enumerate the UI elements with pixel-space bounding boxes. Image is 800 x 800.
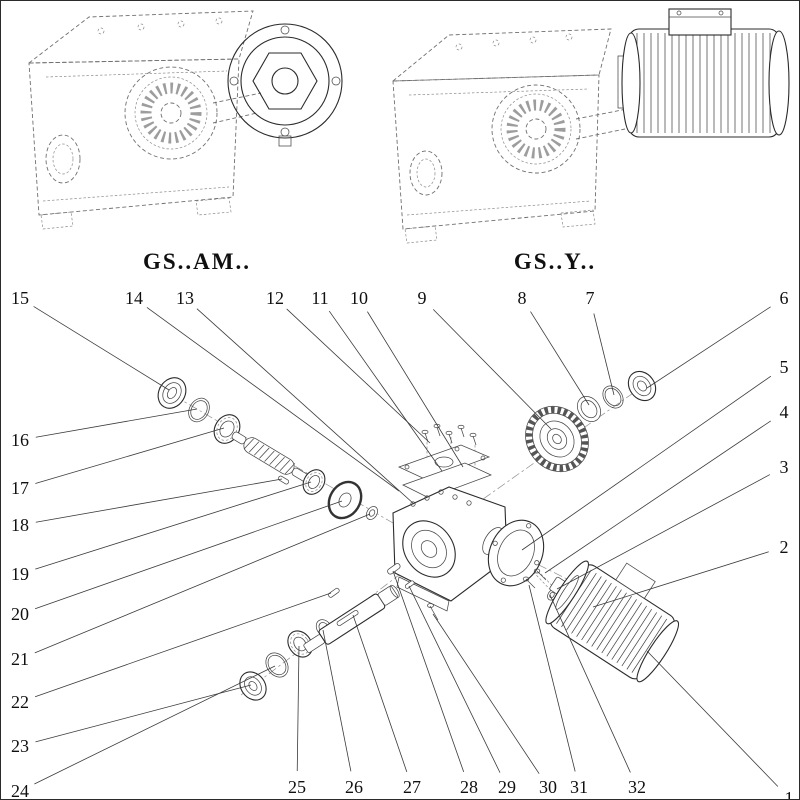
callout-leader-26 xyxy=(322,629,352,772)
callout-leader-1 xyxy=(646,650,779,787)
callout-number-17: 17 xyxy=(11,478,29,498)
callout-leader-17 xyxy=(35,427,225,484)
callout-number-22: 22 xyxy=(11,692,29,712)
callout-number-5: 5 xyxy=(780,357,789,377)
callout-number-31: 31 xyxy=(570,777,588,797)
callout-leader-6 xyxy=(646,306,771,389)
oil-seal-input xyxy=(157,377,187,409)
callout-leader-23 xyxy=(35,684,252,743)
callout-number-8: 8 xyxy=(518,288,527,308)
callout-number-9: 9 xyxy=(418,288,427,308)
motor-mounting-flange xyxy=(487,519,545,587)
callout-leader-9 xyxy=(432,309,552,430)
oil-seal-gear xyxy=(627,370,657,402)
callout-number-20: 20 xyxy=(11,604,29,624)
callout-leader-22 xyxy=(34,592,332,698)
callout-leader-20 xyxy=(34,500,343,610)
callout-number-4: 4 xyxy=(780,402,789,422)
callout-leader-15 xyxy=(33,306,170,391)
gs-y-motor-drawing xyxy=(617,8,790,138)
callout-number-26: 26 xyxy=(345,777,363,797)
callout-number-27: 27 xyxy=(403,777,421,797)
callout-leader-13 xyxy=(196,308,415,505)
callout-leader-25 xyxy=(296,645,300,772)
output-shaft xyxy=(303,584,400,653)
key-output xyxy=(387,563,401,575)
callout-number-11: 11 xyxy=(311,288,328,308)
callout-leader-31 xyxy=(528,584,576,772)
motor-terminal-box xyxy=(668,8,732,36)
callout-leader-14 xyxy=(146,307,400,492)
worm-gear-wheel xyxy=(525,405,589,473)
drain-bolt xyxy=(427,603,439,621)
bearing-input-rear xyxy=(302,469,326,495)
callout-number-30: 30 xyxy=(539,777,557,797)
callout-leader-3 xyxy=(556,474,771,590)
callout-leader-12 xyxy=(286,308,431,444)
callout-number-13: 13 xyxy=(176,288,194,308)
oil-seal-output xyxy=(239,671,267,701)
callout-leader-19 xyxy=(35,481,312,570)
callout-number-16: 16 xyxy=(11,430,29,450)
callout-number-29: 29 xyxy=(498,777,516,797)
callout-leader-10 xyxy=(367,311,464,468)
cover-bolts xyxy=(421,423,477,446)
gs-am-gearbox-drawing xyxy=(27,10,262,230)
callout-leader-21 xyxy=(34,513,371,654)
variant-label-gs-y: GS..Y.. xyxy=(514,249,596,274)
callout-leader-32 xyxy=(549,594,631,773)
callout-number-7: 7 xyxy=(586,288,595,308)
callout-leader-2 xyxy=(592,551,769,608)
dowel-pin-upper xyxy=(278,475,290,485)
gs-y-gearbox-drawing xyxy=(391,28,628,244)
callout-number-32: 32 xyxy=(628,777,646,797)
callout-number-23: 23 xyxy=(11,736,29,756)
gearbox-housing xyxy=(392,486,508,612)
cover-gasket xyxy=(402,462,492,499)
dowel-pin-lower xyxy=(328,587,340,598)
callout-number-18: 18 xyxy=(11,515,29,535)
callout-leader-4 xyxy=(544,420,771,574)
callout-number-25: 25 xyxy=(288,777,306,797)
shim-ring xyxy=(577,396,601,422)
callout-number-21: 21 xyxy=(11,649,29,669)
callout-leader-28 xyxy=(392,570,465,773)
callout-number-10: 10 xyxy=(350,288,368,308)
callout-leader-27 xyxy=(352,614,408,772)
callout-number-1: 1 xyxy=(785,788,794,800)
callout-leader-8 xyxy=(530,311,590,406)
bearing-output xyxy=(287,630,313,658)
callout-number-28: 28 xyxy=(460,777,478,797)
callout-number-12: 12 xyxy=(266,288,284,308)
motor-exploded xyxy=(545,560,680,683)
callout-leader-30 xyxy=(432,613,540,774)
callout-number-24: 24 xyxy=(11,781,29,800)
small-ring-input xyxy=(366,506,378,520)
snap-ring-gear xyxy=(602,385,624,409)
pin-lower xyxy=(404,580,415,589)
callout-leader-16 xyxy=(35,408,198,438)
callout-number-19: 19 xyxy=(11,564,29,584)
callout-number-6: 6 xyxy=(780,288,789,308)
callout-number-3: 3 xyxy=(780,457,789,477)
motor-terminal-box-exploded xyxy=(615,562,656,599)
callout-leader-5 xyxy=(521,375,772,551)
callout-leader-18 xyxy=(35,478,283,523)
gs-am-output-flange-drawing xyxy=(227,23,343,147)
snap-ring-output xyxy=(265,652,289,678)
callout-number-15: 15 xyxy=(11,288,29,308)
callout-leader-24 xyxy=(34,665,276,785)
callout-leader-11 xyxy=(328,310,443,472)
variant-label-gs-am: GS..AM.. xyxy=(143,249,251,274)
snap-ring-input xyxy=(188,397,210,423)
callout-leader-7 xyxy=(593,313,615,396)
seal-washer-disc xyxy=(327,480,363,520)
callout-number-2: 2 xyxy=(780,537,789,557)
callout-number-14: 14 xyxy=(125,288,143,308)
callout-leader-29 xyxy=(408,585,501,773)
